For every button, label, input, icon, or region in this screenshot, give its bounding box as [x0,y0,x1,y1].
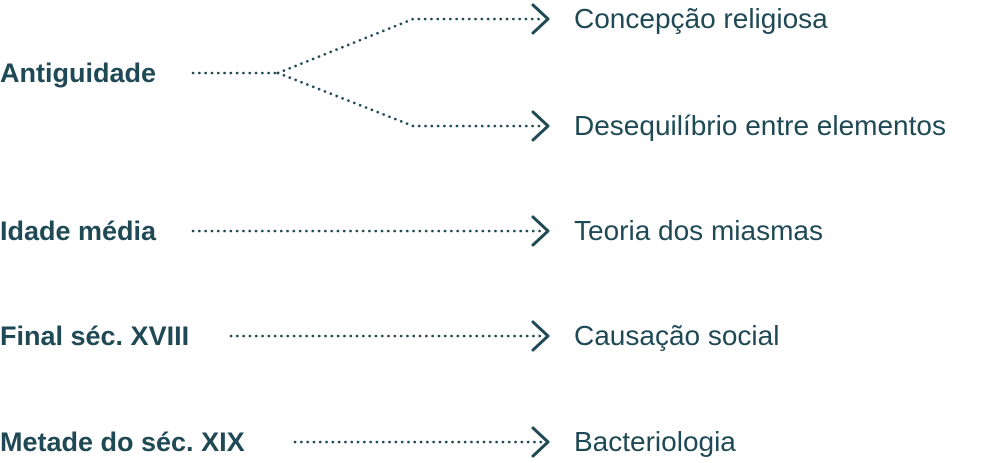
concept-causacao-social: Causação social [574,320,780,351]
arrow-miasmas-icon [531,215,550,247]
period-idade-media: Idade média [0,216,157,246]
arrow-bacteriologia-icon [531,426,550,458]
concept-concepcao-religiosa: Concepção religiosa [574,3,828,34]
period-metade-sec-xix: Metade do séc. XIX [0,427,245,457]
period-final-sec-xviii: Final séc. XVIII [0,321,190,351]
concept-desequilibrio-entre-elementos: Desequilíbrio entre elementos [574,110,946,141]
arrow-causacao-icon [531,320,550,352]
period-antiguidade: Antiguidade [0,58,156,88]
connector-antiguidade-to-desequilibrio [276,71,545,128]
concept-bacteriologia: Bacteriologia [574,426,736,457]
connector-antiguidade-to-concepcao [276,17,545,75]
arrow-concepcao-icon [531,3,550,35]
arrow-desequilibrio-icon [531,110,550,142]
concept-teoria-dos-miasmas: Teoria dos miasmas [574,215,823,246]
